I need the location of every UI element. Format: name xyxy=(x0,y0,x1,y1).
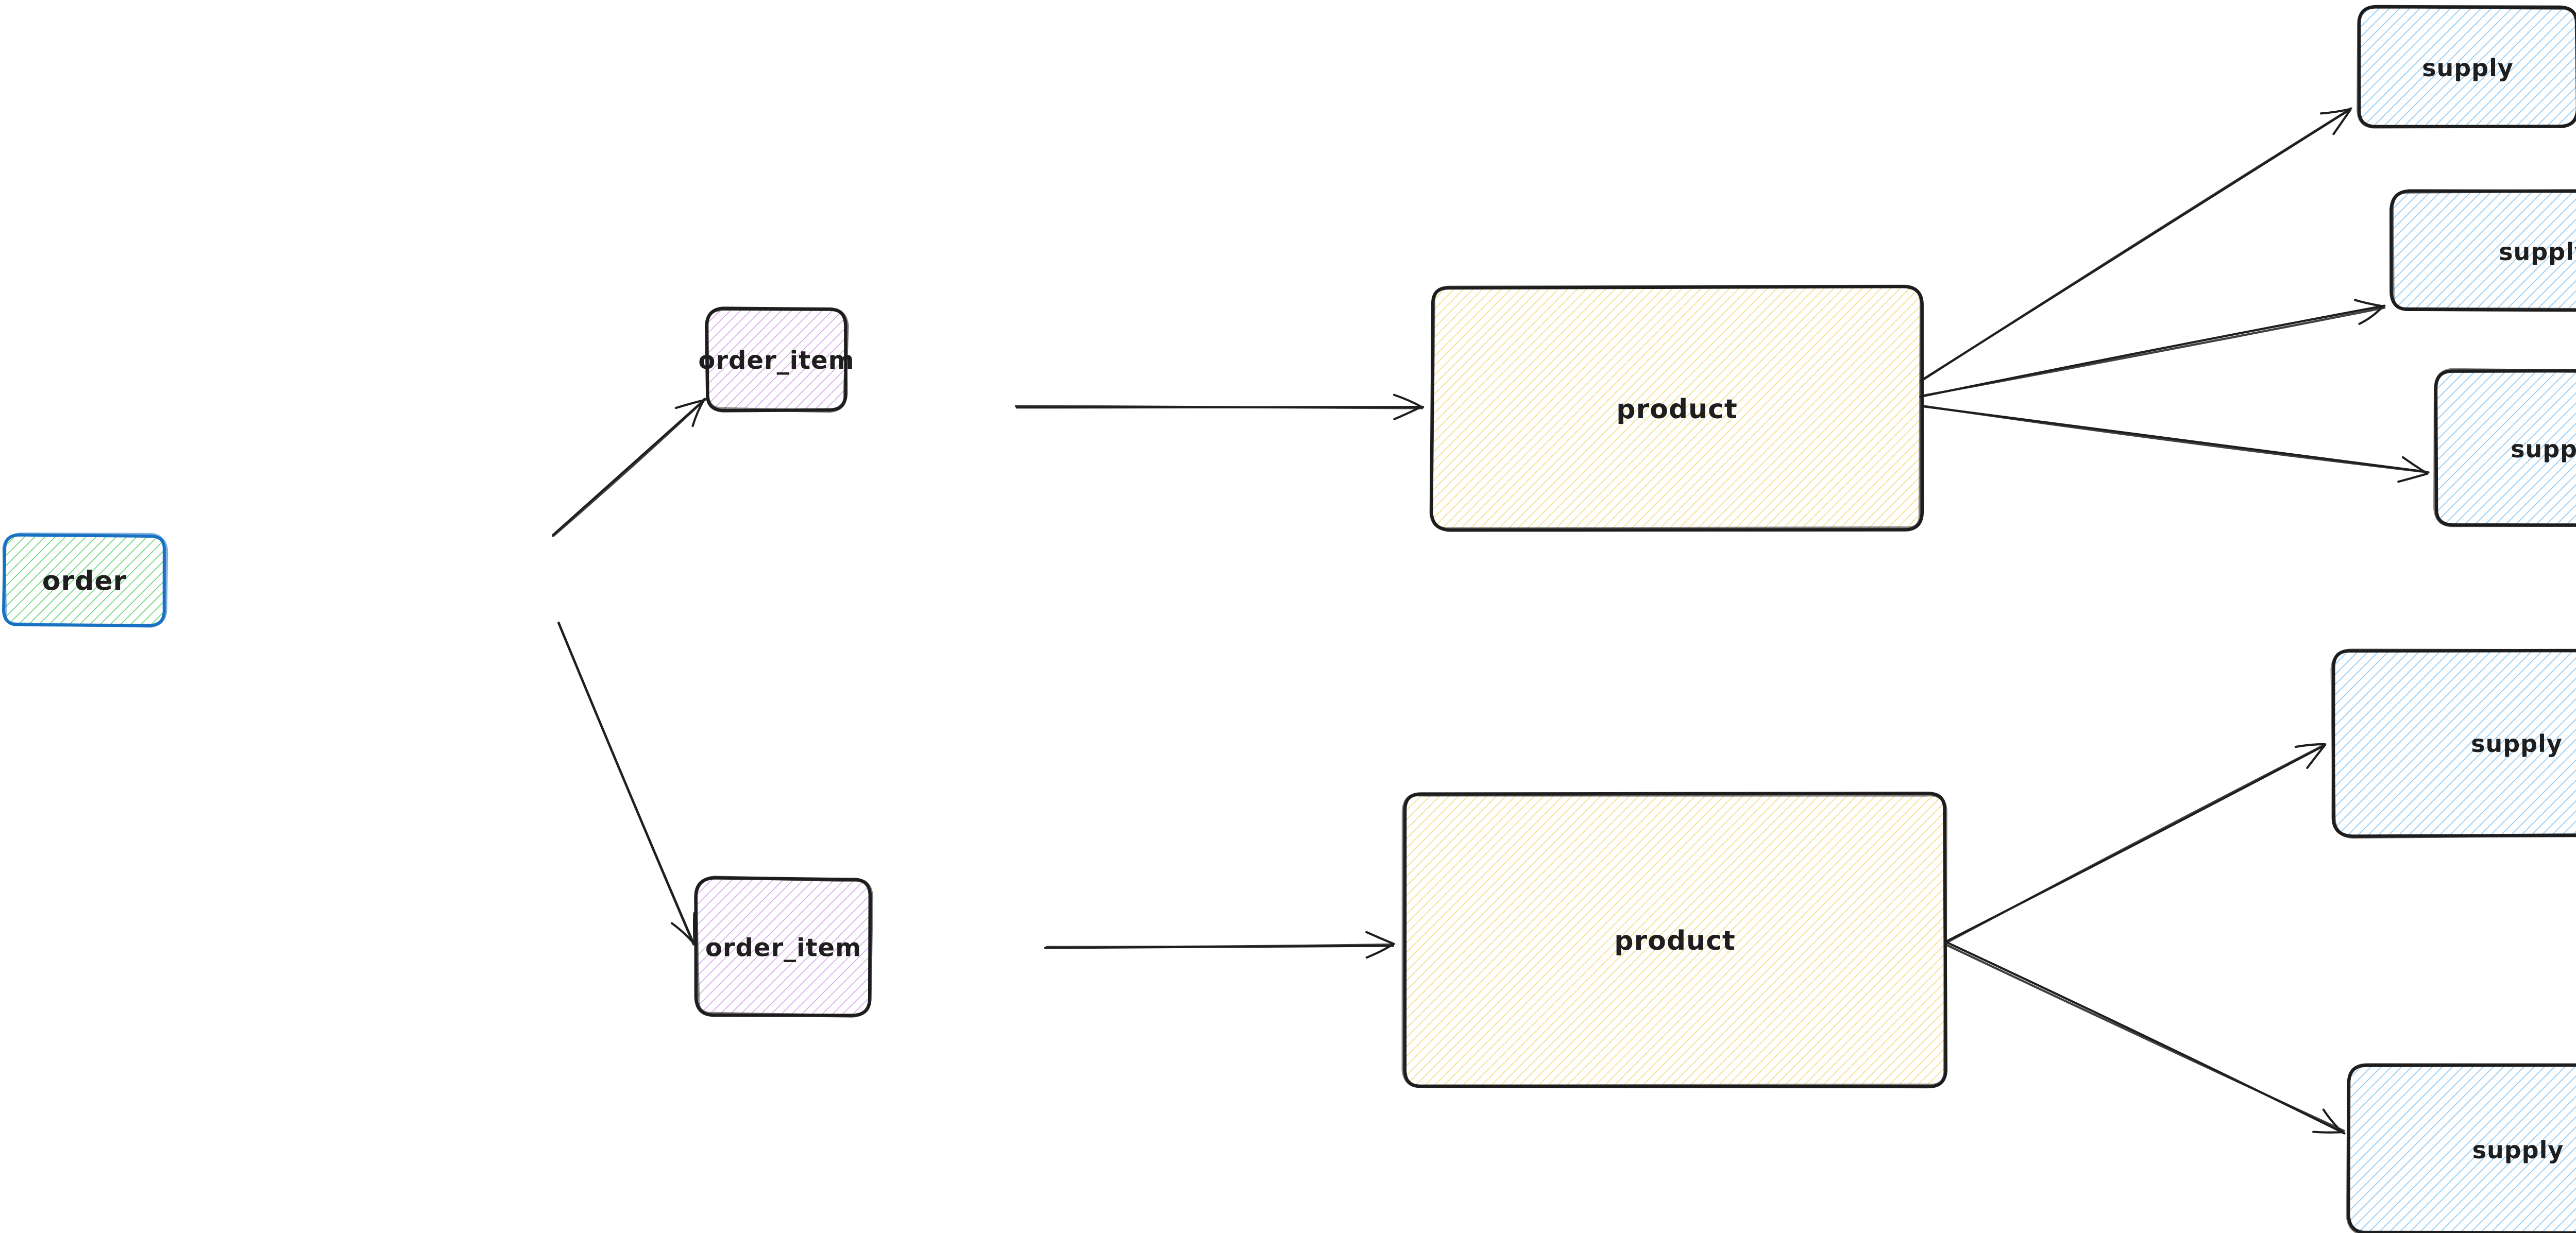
node-label: order_item xyxy=(705,934,861,963)
node-fill xyxy=(1432,287,1922,529)
node-label: supply xyxy=(2471,730,2563,758)
node-order[interactable]: order xyxy=(2,533,168,628)
node-outline xyxy=(694,876,874,1018)
node-fill xyxy=(2392,192,2576,311)
node-outline xyxy=(2390,189,2576,312)
node-fill xyxy=(2359,7,2576,127)
node-fill xyxy=(2333,649,2576,836)
edge-product_2-to-supply_4 xyxy=(1945,743,2327,944)
nodes-layer: orderorder_itemorder_itemproductproducts… xyxy=(2,5,2576,1233)
node-outline xyxy=(705,307,849,413)
edge-order_item_2-to-product_2 xyxy=(1044,931,1395,959)
edge-order-to-order_item_2 xyxy=(557,621,696,946)
node-outline xyxy=(2330,648,2576,839)
node-fill xyxy=(1404,793,1946,1087)
node-supply_4[interactable]: supply xyxy=(2330,648,2576,839)
node-fill xyxy=(2435,370,2576,526)
node-order_item_2[interactable]: order_item xyxy=(694,876,874,1018)
node-outline xyxy=(2,533,168,628)
node-outline xyxy=(1401,793,1947,1088)
node-label: product xyxy=(1614,926,1736,956)
node-supply_2[interactable]: supply xyxy=(2389,189,2576,312)
node-fill xyxy=(4,536,165,625)
node-label: supply xyxy=(2422,54,2514,82)
node-label: product xyxy=(1616,394,1738,425)
node-outline xyxy=(2433,368,2576,527)
node-supply_5[interactable]: supply xyxy=(2346,1063,2576,1233)
node-outline xyxy=(2346,1063,2576,1233)
node-outline xyxy=(1429,284,1923,531)
node-outline xyxy=(2357,5,2576,129)
node-label: supply xyxy=(2472,1136,2564,1164)
node-product_1[interactable]: product xyxy=(1429,284,1924,532)
edge-product_2-to-supply_5 xyxy=(1944,941,2346,1135)
node-fill xyxy=(707,309,846,411)
node-supply_3[interactable]: supply xyxy=(2433,368,2576,527)
node-fill xyxy=(696,878,871,1016)
node-label: supply xyxy=(2511,435,2576,463)
node-fill xyxy=(2349,1065,2576,1233)
edge-order_item_1-to-product_1 xyxy=(1014,393,1425,420)
edge-product_1-to-supply_3 xyxy=(1920,404,2430,483)
node-label: order xyxy=(42,566,127,597)
edge-product_1-to-supply_1 xyxy=(1919,107,2352,382)
node-label: supply xyxy=(2499,238,2576,266)
node-order_item_1[interactable]: order_item xyxy=(698,306,854,413)
edge-product_1-to-supply_2 xyxy=(1919,299,2386,398)
node-label: order_item xyxy=(698,346,854,375)
edges-layer xyxy=(552,107,2430,1135)
edge-order-to-order_item_1 xyxy=(552,398,707,538)
node-supply_1[interactable]: supply xyxy=(2357,5,2576,129)
node-product_2[interactable]: product xyxy=(1401,792,1948,1089)
